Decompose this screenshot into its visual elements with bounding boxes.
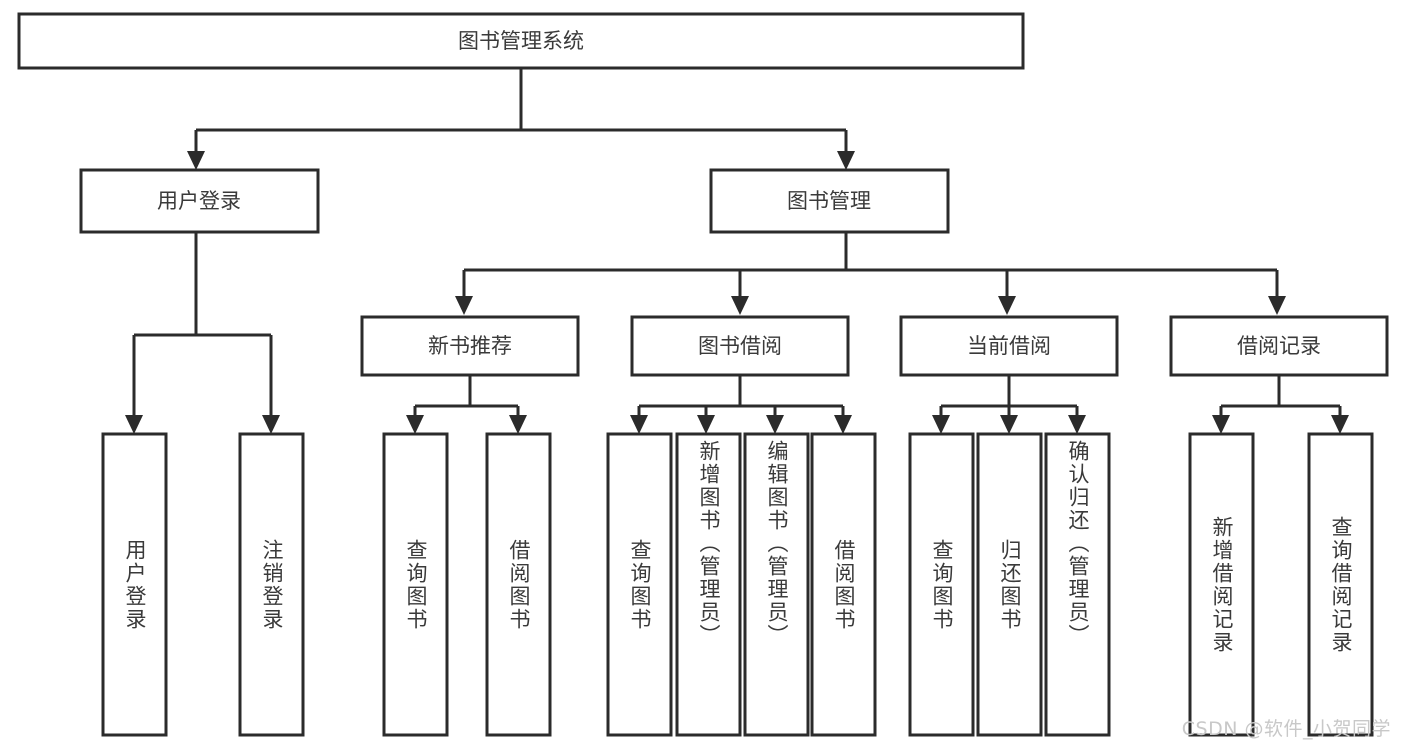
node-current-borrow[interactable]: 当前借阅 [899,315,1119,377]
leaf-node-bookborrow-edit[interactable] [743,432,810,737]
node-label-root: 图书管理系统 [458,29,584,53]
leaf-node-bookborrow-query[interactable] [606,432,673,737]
node-borrow-record[interactable]: 借阅记录 [1169,315,1389,377]
connector-bookmgmt-to-level3 [455,232,1286,315]
node-new-book-recommend[interactable]: 新书推荐 [360,315,580,377]
node-label-current-borrow: 当前借阅 [967,334,1051,358]
leaf-node-newbook-query[interactable] [382,432,449,737]
node-book-borrow[interactable]: 图书借阅 [630,315,850,377]
leaf-node-user-logout[interactable] [238,432,305,737]
leaf-node-currentborrow-query[interactable] [908,432,975,737]
node-label-book-management: 图书管理 [787,189,871,213]
leaf-node-record-add[interactable] [1188,432,1255,737]
leaf-node-bookborrow-add[interactable] [675,432,742,737]
leaf-node-newbook-borrow[interactable] [485,432,552,737]
leaf-node-currentborrow-return[interactable] [976,432,1043,737]
node-label-new-book-recommend: 新书推荐 [428,334,512,358]
connector-borrowrecord-to-leaves [1212,375,1349,434]
node-label-book-borrow: 图书借阅 [698,334,782,358]
node-label-user-login: 用户登录 [157,189,241,213]
node-label-borrow-record: 借阅记录 [1237,334,1321,358]
connector-newbook-to-leaves [406,375,527,434]
connector-root-to-level2 [187,68,855,170]
leaf-node-record-query[interactable] [1307,432,1374,737]
connector-userlogin-to-leaves [125,232,280,434]
leaf-node-user-login-do[interactable] [101,432,168,737]
watermark-label: CSDN @软件_小贺同学 [1181,718,1391,740]
node-user-login[interactable]: 用户登录 [79,168,320,234]
node-book-management[interactable]: 图书管理 [709,168,950,234]
leaf-node-currentborrow-confirm[interactable] [1044,432,1111,737]
connector-bookborrow-to-leaves [630,375,852,434]
connector-currentborrow-to-leaves [932,375,1086,434]
node-root-system[interactable]: 图书管理系统 [17,12,1025,70]
leaf-node-bookborrow-borrow[interactable] [810,432,877,737]
